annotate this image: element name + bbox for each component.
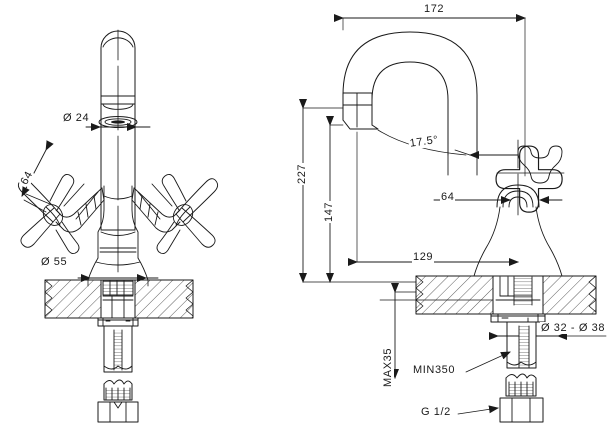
- front-view-geometry: [17, 29, 219, 423]
- dim-label-spout-height: 147: [323, 200, 335, 223]
- dim-label-overall-height: 227: [296, 162, 308, 185]
- side-view-geometry: [299, 14, 607, 423]
- dim-label-overall-width: 172: [423, 3, 446, 15]
- dim-label-base-diameter: Ø 55: [40, 256, 69, 268]
- dim-label-inlet-thread: G 1/2: [420, 406, 452, 418]
- dim-label-hose-length-min: MIN350: [412, 364, 457, 376]
- dim-label-spout-projection: 129: [412, 251, 435, 263]
- dim-label-handle-height: 64: [440, 191, 456, 203]
- dim-label-deck-thickness-max: MAX35: [382, 346, 394, 388]
- dim-label-mounting-hole-diameter: Ø 32 - Ø 38: [540, 322, 607, 334]
- dim-label-spout-outlet-diameter: Ø 24: [62, 112, 91, 124]
